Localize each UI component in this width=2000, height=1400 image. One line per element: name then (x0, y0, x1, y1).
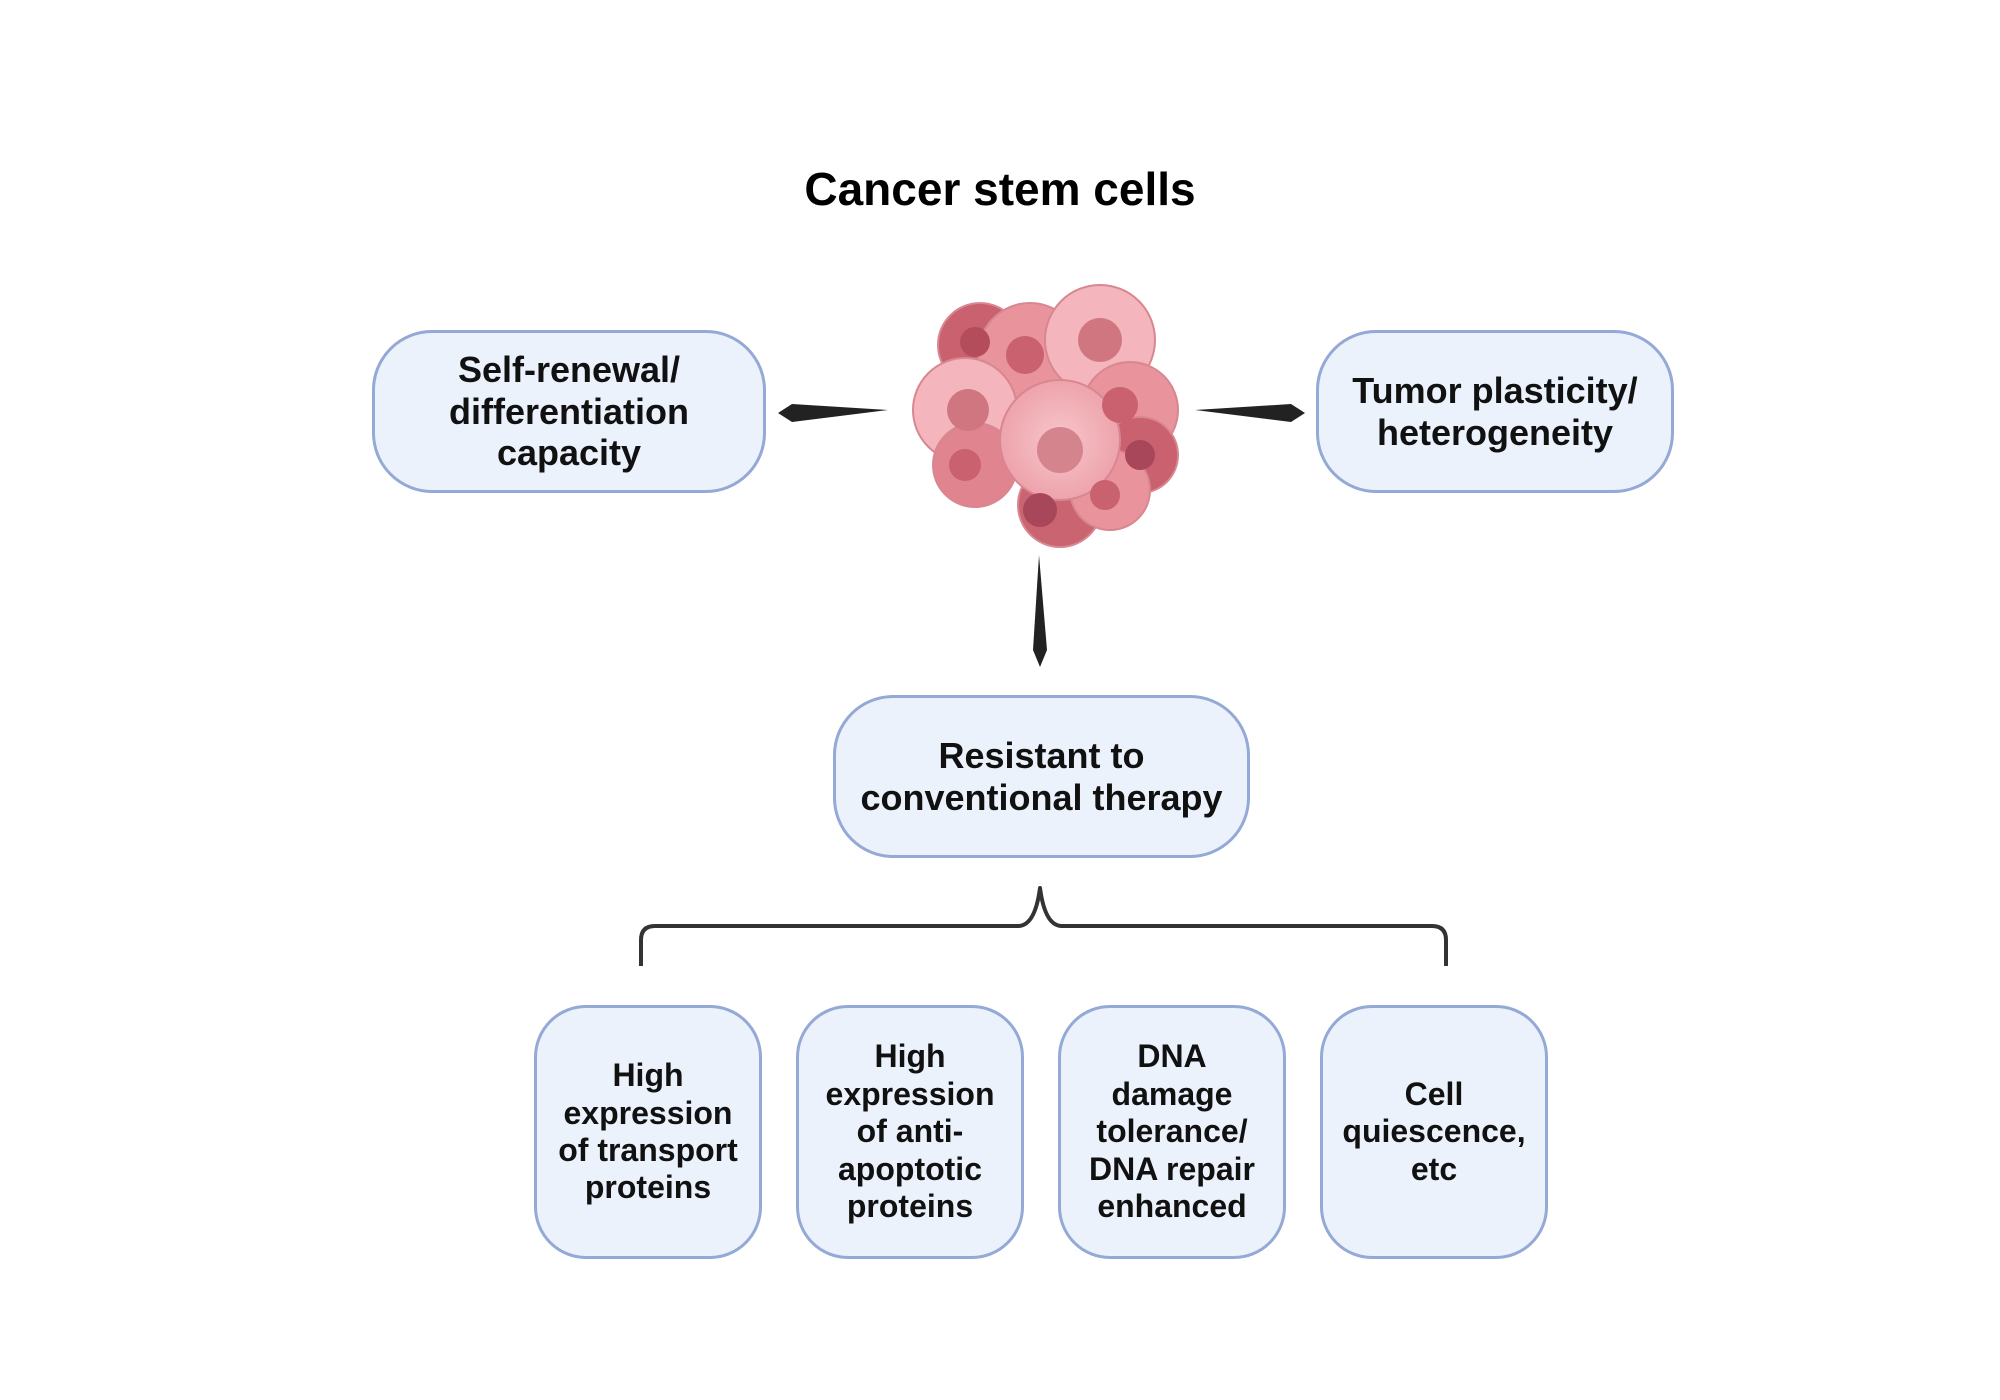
mechanism-box-anti-apoptotic: High expression of anti- apoptotic prote… (796, 1005, 1024, 1259)
mechanism-box-quiescence: Cell quiescence, etc (1320, 1005, 1548, 1259)
therapy-resistance-box: Resistant to conventional therapy (833, 695, 1250, 858)
mechanism-box-dna-repair: DNA damage tolerance/ DNA repair enhance… (1058, 1005, 1286, 1259)
mechanism-label: High expression of anti- apoptotic prote… (825, 1038, 995, 1225)
self-renewal-box: Self-renewal/ differentiation capacity (372, 330, 766, 493)
self-renewal-label: Self-renewal/ differentiation capacity (449, 348, 689, 474)
tumor-plasticity-box: Tumor plasticity/ heterogeneity (1316, 330, 1674, 493)
mechanism-label: Cell quiescence, etc (1342, 1075, 1526, 1187)
arrow-to-right-box (1195, 404, 1305, 422)
mechanism-box-transport-proteins: High expression of transport proteins (534, 1005, 762, 1259)
mechanism-label: High expression of transport proteins (558, 1057, 738, 1206)
grouping-brace (639, 886, 1448, 966)
arrow-to-bottom-box (1033, 555, 1047, 667)
therapy-resistance-label: Resistant to conventional therapy (860, 734, 1223, 818)
tumor-plasticity-label: Tumor plasticity/ heterogeneity (1352, 369, 1638, 453)
diagram-title: Cancer stem cells (804, 163, 1196, 215)
mechanism-label: DNA damage tolerance/ DNA repair enhance… (1089, 1038, 1255, 1225)
tumor-cells-illustration (912, 284, 1179, 548)
arrow-to-left-box (778, 404, 888, 422)
